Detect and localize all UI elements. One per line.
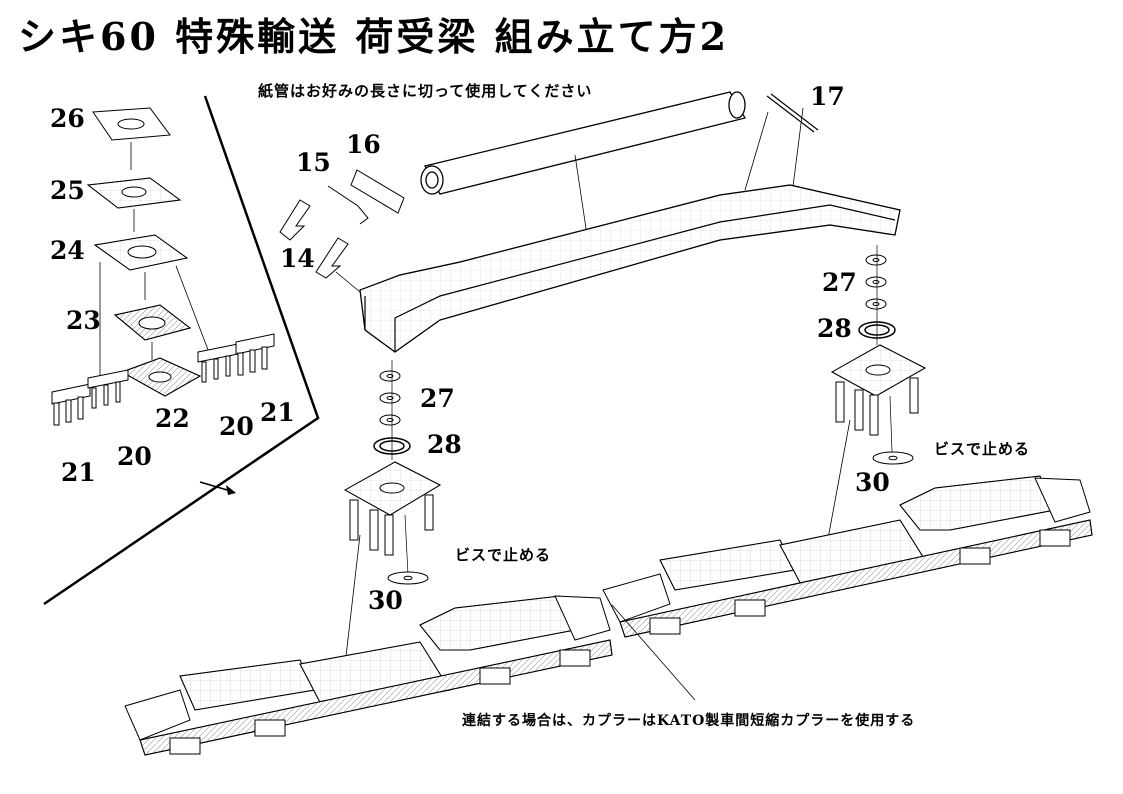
part-number-20: 20: [219, 412, 254, 441]
part-number-30: 30: [368, 586, 403, 615]
note-screw-left: ビスで止める: [455, 546, 552, 564]
paper-tube: [420, 91, 746, 195]
note-coupler: 連結する場合は、カプラーはKATO製車間短縮カプラーを使用する: [462, 713, 916, 729]
part-22-plate: [120, 357, 202, 397]
main-beam: [359, 184, 901, 353]
washer-27-right: [865, 254, 887, 310]
part-number-15: 15: [296, 148, 331, 177]
washer-27-left: [379, 370, 401, 426]
part-21-left-comb: [51, 383, 91, 426]
part-21-right-comb: [235, 333, 275, 376]
bolster-right: [830, 344, 927, 436]
part-number-30: 30: [855, 468, 890, 497]
part-number-14: 14: [280, 244, 315, 273]
part-number-22: 22: [155, 404, 190, 433]
part-number-26: 26: [50, 104, 85, 133]
flatcar-left: [124, 595, 613, 756]
part-24-plate: [93, 234, 189, 271]
part-16-plate: [350, 169, 405, 214]
part-number-24: 24: [50, 236, 85, 265]
bolster-left: [343, 461, 442, 556]
inset-divider-line: [43, 95, 320, 606]
part-number-28: 28: [427, 430, 462, 459]
part-14-bracket: [315, 237, 349, 279]
part-number-21: 21: [61, 458, 96, 487]
screw-washer-30-right: [872, 451, 914, 465]
part-number-23: 23: [66, 306, 101, 335]
part-25-plate: [86, 177, 182, 209]
note-screw-right: ビスで止める: [934, 440, 1031, 458]
inset-pointer-arrow: [199, 481, 236, 495]
page-title: シキ60 特殊輸送 荷受梁 組み立て方2: [18, 14, 730, 59]
leader-coupler: [611, 604, 696, 701]
part-number-21: 21: [260, 398, 295, 427]
part-20-left-comb: [87, 369, 129, 409]
part-number-27: 27: [822, 268, 857, 297]
part-20-right-comb: [197, 343, 239, 383]
part-number-27: 27: [420, 384, 455, 413]
screw-washer-30-left: [387, 571, 429, 585]
part-23-plate: [113, 304, 192, 341]
flatcar-right: [602, 475, 1093, 638]
part-number-16: 16: [346, 130, 381, 159]
part-number-25: 25: [50, 176, 85, 205]
part-17-strip: [766, 93, 819, 133]
part-number-20: 20: [117, 442, 152, 471]
part-15-bracket: [279, 199, 311, 241]
part-number-28: 28: [817, 314, 852, 343]
part-26-plate: [92, 107, 171, 141]
note-paper-tube: 紙管はお好みの長さに切って使用してください: [258, 82, 593, 100]
part-number-17: 17: [810, 82, 845, 111]
